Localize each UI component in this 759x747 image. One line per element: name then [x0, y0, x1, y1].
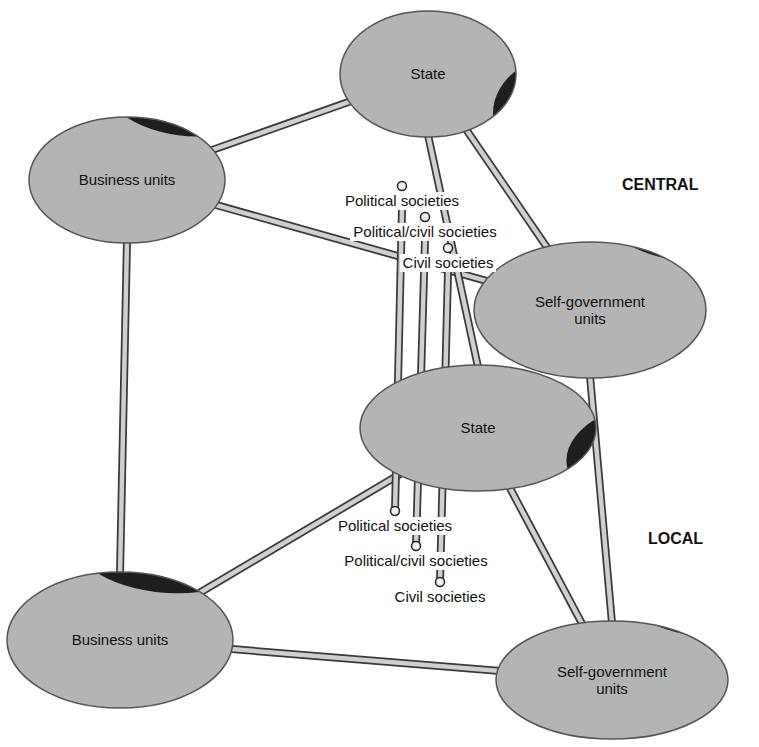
society-point: Civil societies	[392, 576, 489, 606]
ellipse-outline	[474, 242, 706, 378]
sector-name: Self-government units	[540, 663, 685, 698]
shadow-patch	[493, 50, 669, 176]
society-point: Political societies	[335, 505, 455, 535]
rod-connector	[428, 135, 478, 367]
rod-connector	[510, 489, 581, 623]
junction-dot	[389, 505, 401, 517]
junction-dot	[420, 213, 429, 222]
shadow-patch	[566, 398, 759, 524]
sector-name: Business units	[72, 631, 169, 648]
rod-highlight	[510, 489, 581, 623]
sector-ellipse: Business units	[27, 115, 227, 245]
rod-highlight	[213, 102, 349, 150]
rod-connector	[120, 241, 127, 574]
society-point: Political societies	[342, 180, 462, 210]
ellipse-outline	[360, 365, 596, 491]
sector-ellipse: Business units	[5, 570, 235, 710]
sector-name: Business units	[79, 171, 176, 188]
ellipse-outline	[29, 117, 225, 243]
junction-dot	[419, 211, 431, 223]
society-point: Political/civil societies	[341, 540, 490, 570]
rod-connector	[510, 489, 581, 623]
rod-highlight	[120, 241, 127, 574]
rod-connector	[120, 241, 127, 574]
rod-highlight	[232, 649, 497, 671]
rod-connector	[232, 649, 497, 671]
society-name: Civil societies	[400, 254, 497, 272]
society-name: Political societies	[342, 192, 462, 210]
junction-dot	[434, 576, 446, 588]
shadow-patch	[592, 127, 759, 263]
ellipse-outline	[7, 572, 233, 708]
junction-dot	[410, 540, 422, 552]
ellipse-outline	[340, 11, 516, 137]
rod-connector	[213, 102, 349, 150]
rod-connector	[428, 135, 478, 367]
rod-connector	[213, 102, 349, 150]
shadow-patch	[614, 521, 759, 639]
ellipse-fill	[474, 242, 706, 378]
junction-dot	[443, 244, 452, 253]
sector-ellipse: Self-government units	[472, 240, 708, 380]
society-name: Political societies	[335, 517, 455, 535]
ellipse-fill	[496, 621, 728, 739]
junction-dot	[435, 578, 444, 587]
society-point: Civil societies	[400, 242, 497, 272]
society-name: Political/civil societies	[350, 223, 499, 241]
society-name: Political/civil societies	[341, 552, 490, 570]
society-point: Political/civil societies	[350, 211, 499, 241]
sector-name: State	[410, 65, 445, 82]
sector-name: State	[460, 419, 495, 436]
ellipse-fill	[340, 11, 516, 137]
sector-ellipse: State	[338, 9, 518, 139]
sector-ellipse: Self-government units	[494, 619, 730, 741]
level-label: LOCAL	[648, 530, 703, 548]
sector-ellipse: State	[358, 363, 598, 493]
level-label: CENTRAL	[622, 176, 698, 194]
ellipse-outline	[496, 621, 728, 739]
rod-highlight	[428, 135, 478, 367]
rod-connector	[232, 649, 497, 671]
ellipse-fill	[7, 572, 233, 708]
junction-dot	[411, 542, 420, 551]
junction-dot	[396, 180, 408, 192]
sector-name: Self-government units	[518, 293, 663, 328]
junction-dot	[391, 507, 400, 516]
junction-dot	[442, 242, 454, 254]
junction-dot	[398, 182, 407, 191]
ellipse-fill	[360, 365, 596, 491]
society-name: Civil societies	[392, 588, 489, 606]
